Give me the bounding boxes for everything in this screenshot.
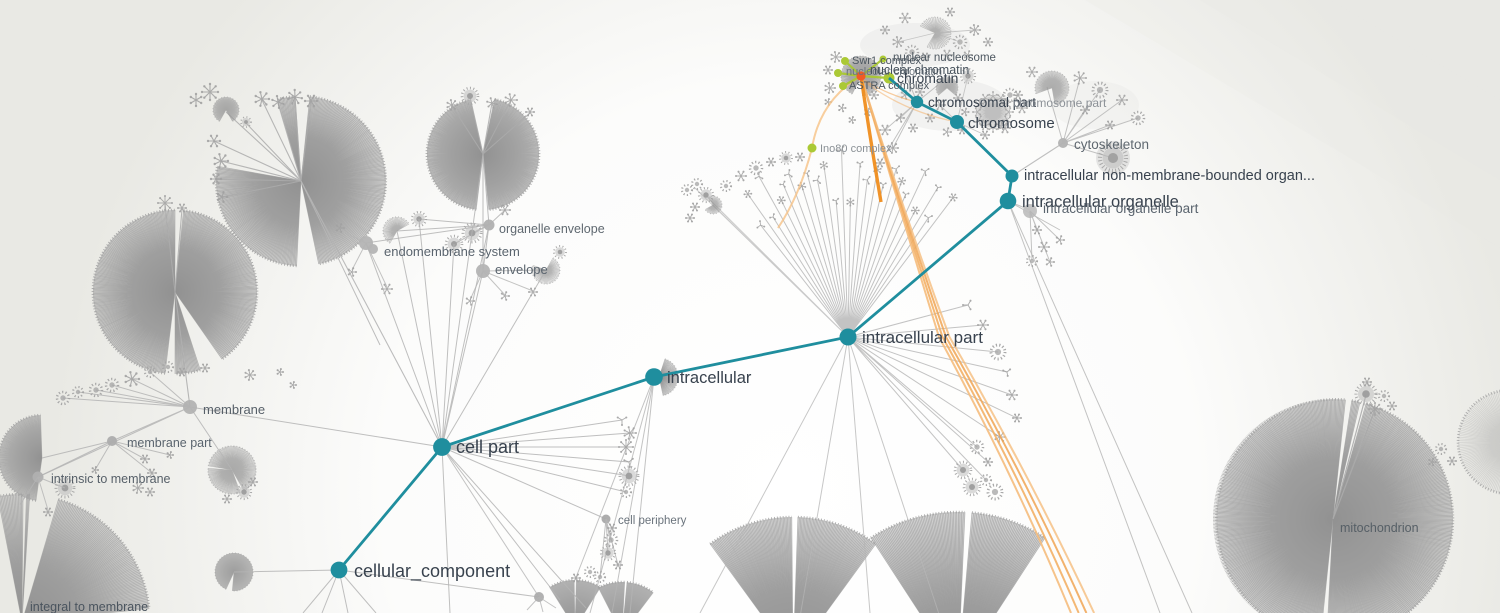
svg-text:intracellular non-membrane-bou: intracellular non-membrane-bounded organ… xyxy=(1024,168,1315,184)
svg-text:nuclear chromatin: nuclear chromatin xyxy=(870,63,969,77)
svg-text:intrinsic to membrane: intrinsic to membrane xyxy=(51,472,171,486)
svg-text:cytoskeleton: cytoskeleton xyxy=(1074,137,1149,152)
svg-text:chromosomal part: chromosomal part xyxy=(928,95,1036,110)
svg-text:nucleolar chromatin: nucleolar chromatin xyxy=(846,66,942,78)
svg-text:Swr1 complex: Swr1 complex xyxy=(852,55,922,67)
svg-text:endomembrane system: endomembrane system xyxy=(384,244,520,259)
svg-text:membrane: membrane xyxy=(203,402,265,417)
svg-text:chromosome part: chromosome part xyxy=(1013,96,1107,110)
svg-text:envelope: envelope xyxy=(495,262,548,277)
svg-text:intracellular: intracellular xyxy=(667,369,752,387)
svg-text:cell part: cell part xyxy=(456,437,519,457)
svg-text:mitochondrion: mitochondrion xyxy=(1340,521,1419,535)
svg-text:integral to membrane: integral to membrane xyxy=(30,600,148,613)
svg-text:chromosome: chromosome xyxy=(968,115,1055,132)
svg-text:ASTRA complex: ASTRA complex xyxy=(849,80,930,92)
svg-text:cellular_component: cellular_component xyxy=(354,561,510,582)
svg-text:Ino80 complex: Ino80 complex xyxy=(820,143,892,155)
svg-text:cell periphery: cell periphery xyxy=(618,515,687,527)
svg-text:membrane part: membrane part xyxy=(127,436,212,450)
svg-text:intracellular organelle part: intracellular organelle part xyxy=(1043,201,1199,216)
svg-text:intracellular part: intracellular part xyxy=(862,328,983,347)
svg-text:nuclear nucleosome: nuclear nucleosome xyxy=(893,52,996,64)
svg-text:chromatin: chromatin xyxy=(897,70,958,86)
svg-text:intracellular organelle: intracellular organelle xyxy=(1022,193,1179,211)
svg-text:organelle envelope: organelle envelope xyxy=(499,222,605,236)
